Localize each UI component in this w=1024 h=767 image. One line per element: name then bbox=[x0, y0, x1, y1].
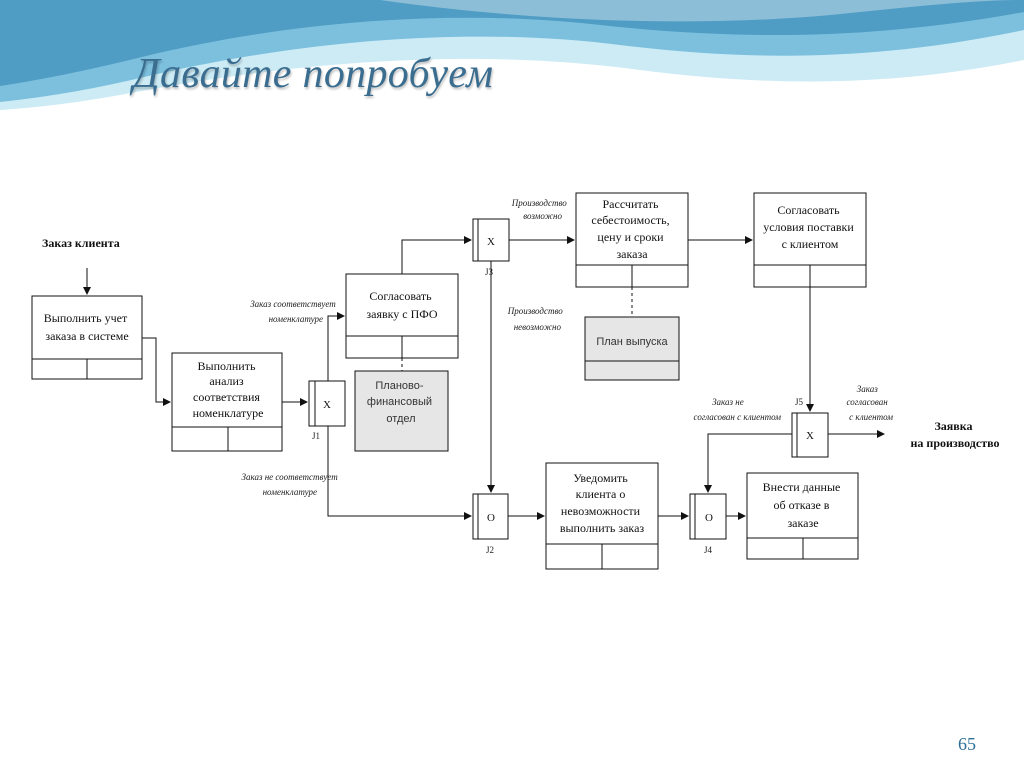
j4-symbol: O bbox=[705, 512, 713, 524]
svg-text:Планово- финансовый: Планово- финансовый отдел bbox=[367, 380, 435, 425]
svg-text:Согласовать заявку с ПФО: Согласовать заявку с ПФО bbox=[366, 289, 438, 321]
svg-text:Уведомить клиента о: Уведомить клиента о невозможности выполн… bbox=[560, 471, 645, 535]
input-label: Заказ клиента bbox=[42, 236, 120, 250]
p4-line: цену и сроки bbox=[597, 230, 664, 244]
p4-line: заказа bbox=[616, 247, 648, 261]
p2-line: соответствия bbox=[193, 390, 260, 404]
p6-line: выполнить заказ bbox=[560, 521, 645, 535]
j3-symbol: X bbox=[487, 236, 495, 248]
p6-line: Уведомить bbox=[573, 471, 628, 485]
process-box-agree-with-pfo: Согласовать заявку с ПФО bbox=[345, 273, 459, 359]
p7-line: заказе bbox=[787, 516, 818, 530]
label-agreed-with-client: Заказ согласован с клиентом bbox=[846, 384, 893, 422]
label-matches-nomenclature: Заказ соответствует номенклатуре bbox=[250, 299, 338, 324]
p1-line: заказа в системе bbox=[45, 329, 128, 343]
junction-j5: X J5 bbox=[791, 397, 829, 458]
output-label: Заявка на производство bbox=[911, 419, 1000, 450]
p2-line: Выполнить bbox=[198, 359, 256, 373]
j4-label: J4 bbox=[704, 545, 713, 555]
arrow-p1-to-p2 bbox=[142, 337, 171, 406]
p5-line: Согласовать bbox=[777, 203, 840, 217]
p3-line: Согласовать bbox=[369, 289, 432, 303]
arrow-p3-to-j3 bbox=[401, 236, 472, 274]
process-box-agree-delivery-terms: Согласовать условия поставки с клиентом bbox=[753, 192, 867, 288]
mechanism-planning-finance-dept: Планово- финансовый отдел bbox=[354, 370, 449, 452]
p1-line: Выполнить учет bbox=[44, 311, 128, 325]
junction-j1: X J1 bbox=[308, 380, 346, 441]
j2-label: J2 bbox=[486, 545, 494, 555]
j3-label: J3 bbox=[485, 267, 494, 277]
j2-symbol: O bbox=[487, 512, 495, 524]
j5-label: J5 bbox=[795, 397, 804, 407]
p6-line: клиента о bbox=[576, 487, 626, 501]
svg-text:План выпуска: План выпуска bbox=[596, 336, 668, 348]
j5-symbol: X bbox=[806, 430, 814, 442]
p2-line: анализ bbox=[209, 374, 244, 388]
p5-line: с клиентом bbox=[782, 237, 839, 251]
label-not-agreed-with-client: Заказ не согласован с клиентом bbox=[694, 397, 782, 422]
junction-j2: O J2 bbox=[472, 493, 509, 555]
mechanism-production-plan: План выпуска bbox=[584, 316, 680, 381]
m1-line: Планово- bbox=[375, 380, 423, 392]
svg-text:Выполнить учет заказа в: Выполнить учет заказа в системе bbox=[44, 311, 130, 343]
label-production-impossible: Производство невозможно bbox=[507, 306, 565, 332]
svg-text:Рассчитать себестоимость: Рассчитать себестоимость, цену и сроки з… bbox=[591, 197, 672, 261]
svg-text:Внести данные об отказе: Внести данные об отказе в заказе bbox=[763, 480, 844, 530]
svg-text:Выполнить анализ с: Выполнить анализ соответствия номенклату… bbox=[193, 359, 264, 420]
arrow-j5-to-j4 bbox=[704, 433, 792, 493]
process-box-analyze-nomenclature: Выполнить анализ соответствия номенклату… bbox=[171, 352, 283, 452]
p4-line: себестоимость, bbox=[591, 213, 669, 227]
p2-line: номенклатуре bbox=[193, 406, 264, 420]
slide-title: Давайте попробуем bbox=[133, 51, 494, 97]
arrow-j1-to-p3 bbox=[327, 312, 345, 381]
m1-line: отдел bbox=[386, 413, 415, 425]
p7-line: Внести данные bbox=[763, 480, 841, 494]
process-box-record-order: Выполнить учет заказа в системе bbox=[31, 295, 143, 380]
process-box-record-refusal: Внести данные об отказе в заказе bbox=[746, 472, 859, 560]
process-box-notify-client: Уведомить клиента о невозможности выполн… bbox=[545, 462, 659, 570]
j1-label: J1 bbox=[312, 431, 320, 441]
p3-line: заявку с ПФО bbox=[366, 307, 438, 321]
page-number: 65 bbox=[958, 734, 976, 754]
junction-j4: O J4 bbox=[689, 493, 727, 555]
label-production-possible: Производство возможно bbox=[511, 198, 569, 221]
j1-symbol: X bbox=[323, 399, 331, 411]
p7-line: об отказе в bbox=[774, 498, 830, 512]
m1-line: финансовый bbox=[367, 396, 432, 408]
p5-line: условия поставки bbox=[763, 220, 854, 234]
arrow-j1-to-j2 bbox=[327, 426, 472, 520]
svg-text:Согласовать условия пост: Согласовать условия поставки с клиентом bbox=[763, 203, 857, 251]
process-box-calculate-cost: Рассчитать себестоимость, цену и сроки з… bbox=[575, 192, 689, 288]
m2-line: План выпуска bbox=[596, 336, 668, 348]
label-not-matches-nomenclature: Заказ не соответствует номенклатуре bbox=[242, 472, 341, 497]
p4-line: Рассчитать bbox=[603, 197, 660, 211]
p6-line: невозможности bbox=[561, 504, 641, 518]
header-wave-decoration bbox=[0, 0, 1024, 110]
